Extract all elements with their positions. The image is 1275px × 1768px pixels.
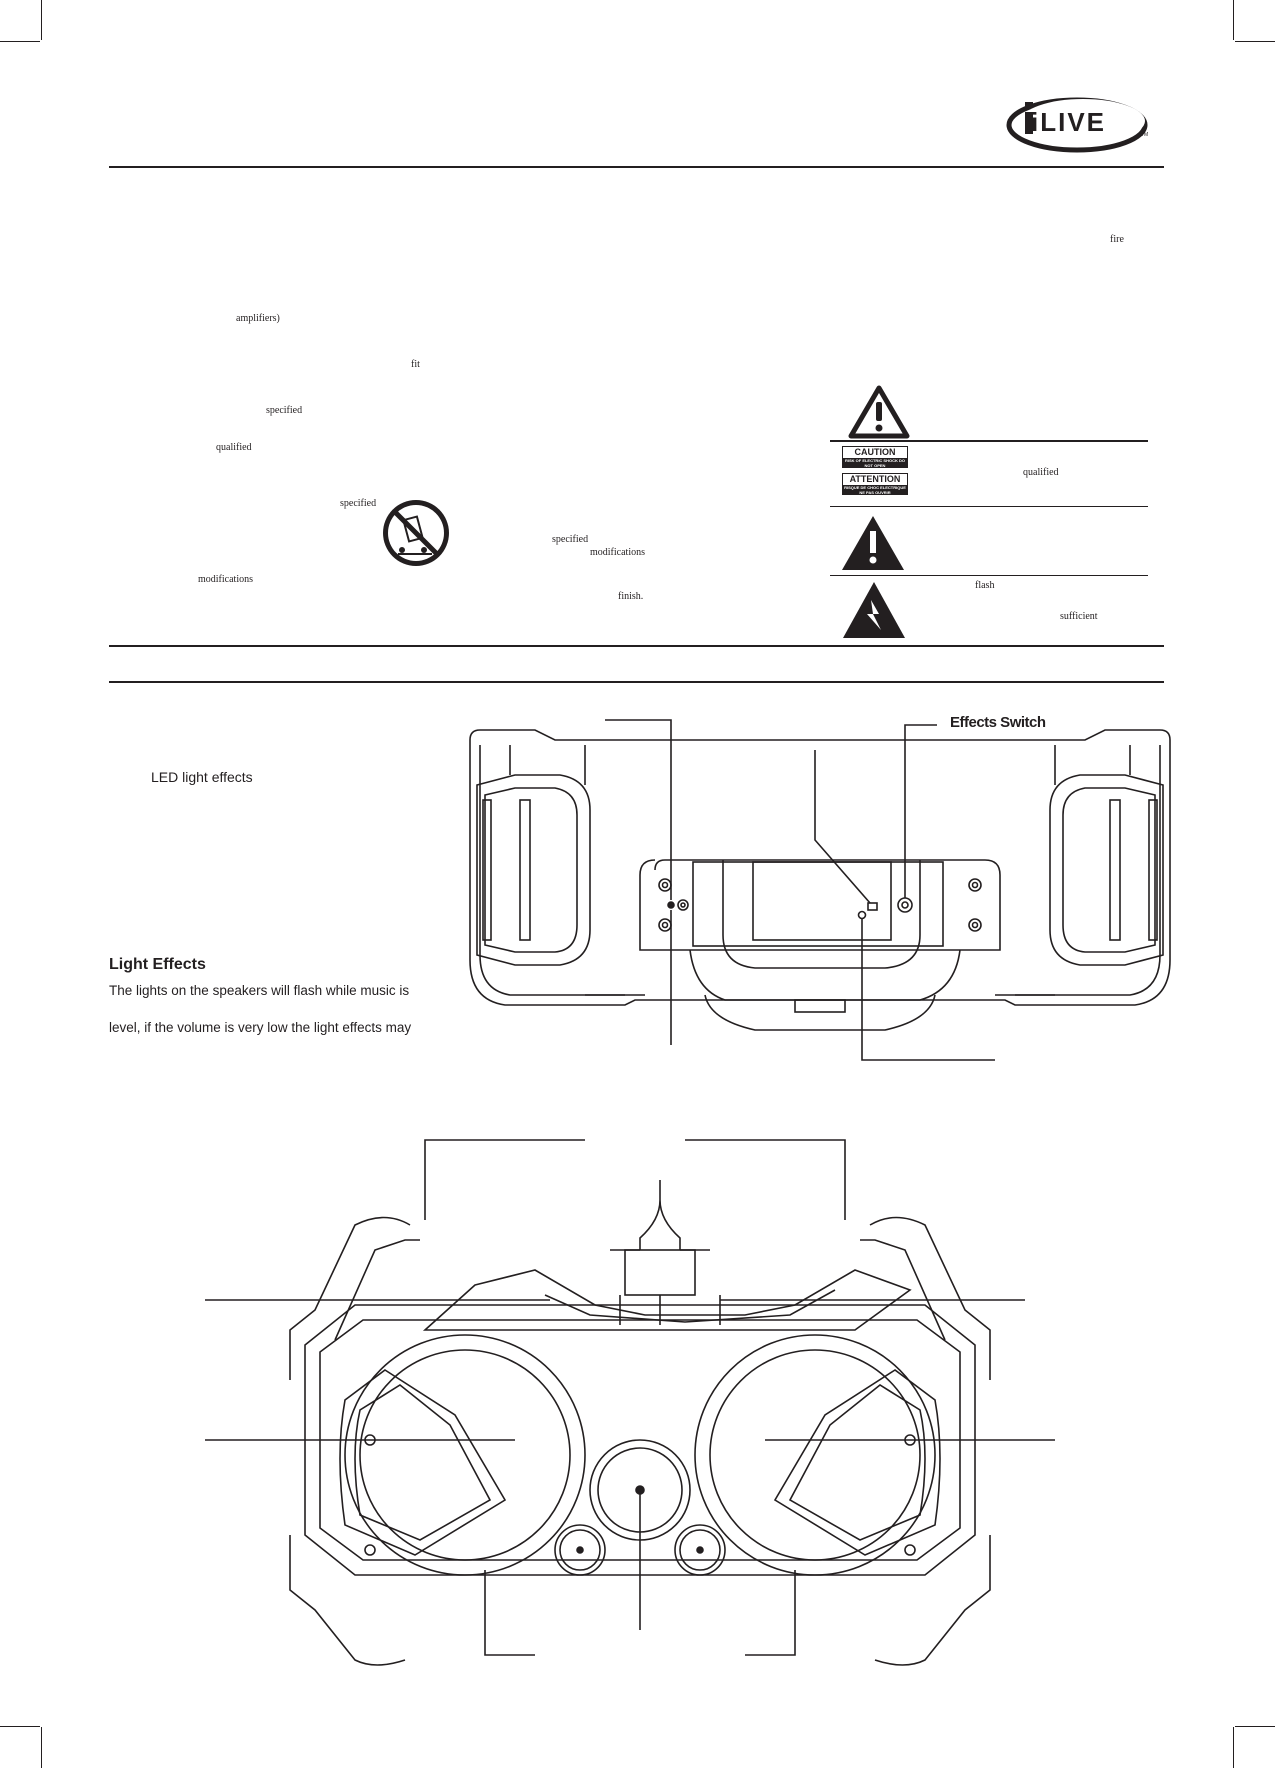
attention-sublabel: RISQUE DE CHOC ELECTRIQUE NE PAS OUVRIR — [842, 485, 908, 495]
safety-text: sufficient — [1060, 611, 1098, 622]
led-light-effects-text: LED light effects — [151, 769, 253, 785]
crop-mark — [0, 1726, 40, 1727]
caution-sublabel: RISK OF ELECTRIC SHOCK DO NOT OPEN — [842, 458, 908, 468]
logo-trademark: TM — [1141, 132, 1149, 138]
safety-text: qualified — [1023, 467, 1059, 478]
caution-label-icon: CAUTION RISK OF ELECTRIC SHOCK DO NOT OP… — [842, 446, 908, 498]
symbol-divider — [830, 440, 1148, 442]
safety-text: amplifiers) — [236, 313, 280, 324]
safety-text: fit — [411, 359, 420, 370]
crop-mark — [0, 41, 40, 42]
section-rule — [109, 645, 1164, 647]
lightning-triangle-icon — [841, 580, 907, 640]
warning-triangle-icon — [848, 385, 910, 439]
safety-text: finish. — [618, 591, 644, 602]
ilive-logo: iLIVE TM — [1005, 90, 1155, 156]
safety-text: specified — [340, 498, 377, 509]
safety-text: qualified — [216, 442, 252, 453]
section-rule — [109, 681, 1164, 683]
safety-text: flash — [975, 580, 995, 591]
crop-mark — [41, 1727, 42, 1768]
crop-mark — [41, 0, 42, 40]
no-cart-tipover-icon — [380, 498, 452, 568]
front-panel-diagram — [205, 1130, 1075, 1670]
crop-mark — [1233, 0, 1234, 40]
safety-text: fire — [1110, 234, 1124, 245]
crop-mark — [1235, 1726, 1275, 1727]
exclamation-triangle-icon — [840, 514, 906, 572]
crop-mark — [1233, 1727, 1234, 1768]
rear-panel-diagram — [465, 700, 1175, 1070]
logo-text: iLIVE — [1031, 107, 1107, 137]
safety-text: modifications — [198, 574, 253, 585]
light-effects-line: level, if the volume is very low the lig… — [109, 1020, 412, 1035]
crop-mark — [1235, 41, 1275, 42]
light-effects-line: The lights on the speakers will flash wh… — [109, 983, 410, 998]
safety-text: specified — [552, 534, 589, 545]
light-effects-heading: Light Effects — [109, 956, 206, 973]
symbol-divider — [830, 506, 1148, 507]
symbol-divider — [830, 575, 1148, 576]
header-rule — [109, 166, 1164, 168]
safety-text: specified — [266, 405, 303, 416]
effects-switch-label: Effects Switch — [950, 714, 1046, 731]
safety-text: modifications — [590, 547, 645, 558]
